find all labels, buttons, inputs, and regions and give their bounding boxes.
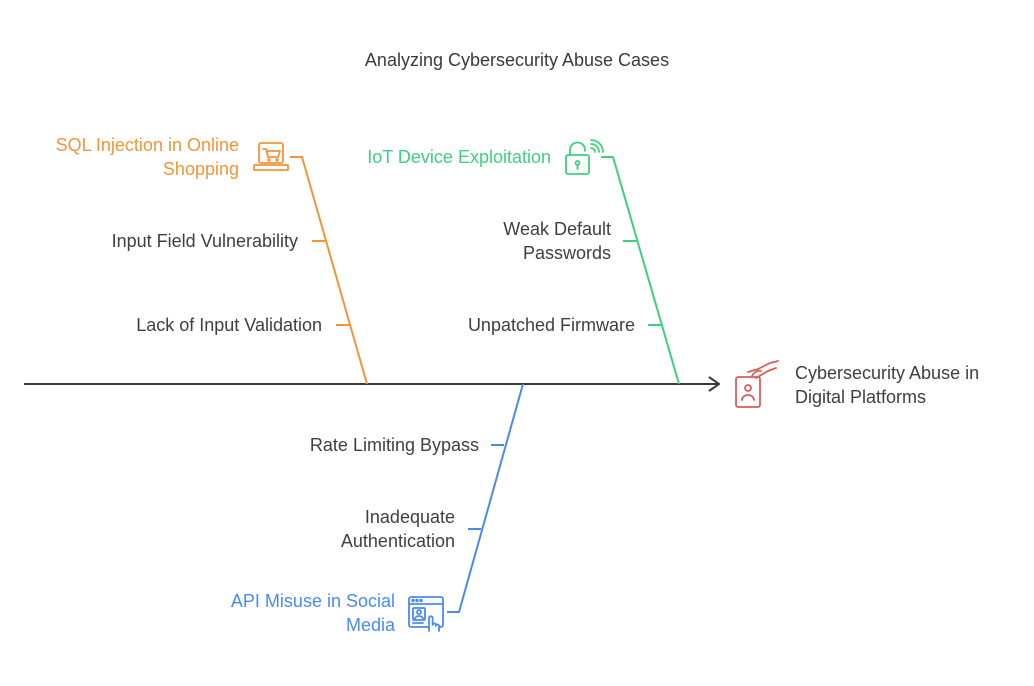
effect-label-line1: Cybersecurity Abuse in bbox=[795, 363, 980, 383]
wireless-lock-icon bbox=[565, 139, 604, 175]
cause-lack-of-input-validation: Lack of Input Validation bbox=[136, 315, 322, 335]
shopping-cart-laptop-icon bbox=[253, 142, 289, 171]
cause-inadequate-authentication-line2: Authentication bbox=[340, 531, 455, 551]
diagram-title: Analyzing Cybersecurity Abuse Cases bbox=[364, 50, 670, 70]
clipboard-hand-icon bbox=[735, 360, 779, 408]
category-api-title-line2: Media bbox=[345, 615, 395, 635]
category-sql-title-line2: Shopping bbox=[162, 159, 239, 179]
web-profile-touch-icon bbox=[408, 596, 444, 632]
effect-label-line2: Digital Platforms bbox=[795, 387, 927, 407]
cause-inadequate-authentication-line1: Inadequate bbox=[364, 507, 455, 527]
cause-rate-limiting-bypass: Rate Limiting Bypass bbox=[309, 435, 479, 455]
bone-sql-injection bbox=[290, 156, 368, 385]
bone-api-misuse bbox=[447, 383, 524, 613]
spine-arrowhead bbox=[708, 376, 720, 392]
cause-unpatched-firmware: Unpatched Firmware bbox=[467, 315, 635, 335]
cause-weak-default-passwords-line2: Passwords bbox=[522, 243, 611, 263]
bone-iot-exploitation bbox=[601, 156, 680, 385]
category-sql-title-line1: SQL Injection in Online bbox=[55, 135, 239, 155]
category-iot-title: IoT Device Exploitation bbox=[367, 147, 551, 167]
category-api-title-line1: API Misuse in Social bbox=[230, 591, 395, 611]
cause-input-field-vulnerability: Input Field Vulnerability bbox=[111, 231, 298, 251]
cause-weak-default-passwords-line1: Weak Default bbox=[503, 219, 611, 239]
